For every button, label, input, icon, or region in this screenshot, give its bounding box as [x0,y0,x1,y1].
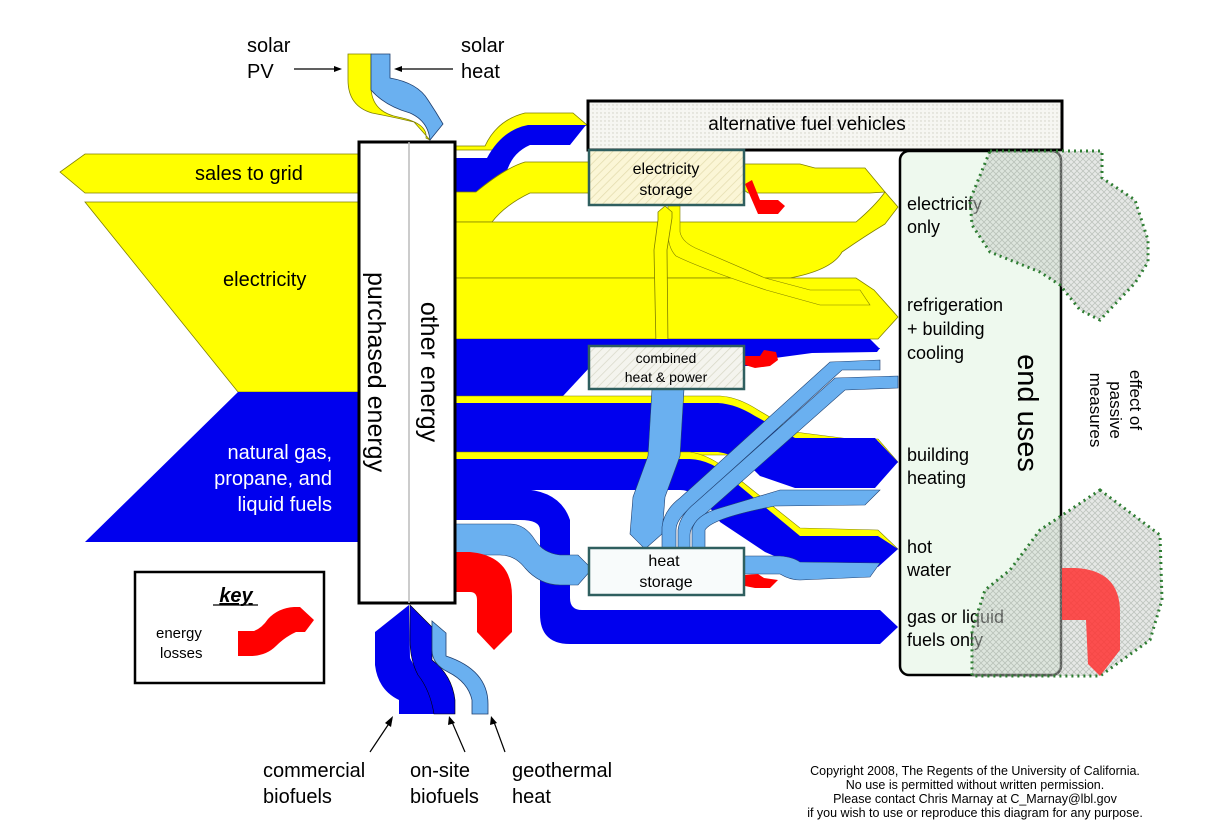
end-use-label: water [906,560,951,580]
purchased-energy-label: purchased energy [362,272,390,473]
solar-heat-line-1: solar [461,35,505,57]
natural-gas-line-3: liquid fuels [237,494,332,516]
loss-chp [745,350,778,368]
key-entry-line-1: energy [156,625,202,642]
energy-losses-swatch-icon [238,607,314,656]
arrow-head-icon [490,716,497,725]
onsite-biofuels-line-1: on-site [410,760,470,782]
electricity-label: electricity [223,269,306,291]
natural-gas-flow [85,392,360,542]
copyright-line-4: if you wish to use or reproduce this dia… [807,806,1143,820]
onsite-biofuels-label: on-site biofuels [410,716,479,808]
passive-measures-region-top [968,149,1150,322]
heat-storage-label-2: storage [639,574,692,591]
end-use-label: electricity [907,194,982,214]
electricity-storage-label-2: storage [639,182,692,199]
end-use-label: fuels only [907,630,983,650]
end-use-label: heating [907,468,966,488]
onsite-biofuels-line-2: biofuels [410,786,479,808]
arrow-head-icon [385,716,393,727]
arrow-head-icon [334,66,342,72]
flow-heat-storage-to-cooling [677,375,899,550]
natural-gas-line-2: propane, and [214,468,332,490]
sales-to-grid-label: sales to grid [195,163,303,185]
flow-elec-to-refrigeration [455,277,899,340]
chp-label-2: heat & power [625,369,708,385]
solar-pv-label: solar PV [247,35,342,83]
end-use-label: building [907,445,969,465]
electricity-storage-label-1: electricity [633,161,700,178]
solar-heat-label: solar heat [394,35,505,83]
heat-storage-box: heat storage [587,546,746,597]
passive-measures-region-bottom [970,488,1164,678]
natural-gas-label: natural gas, propane, and liquid fuels [214,442,332,516]
key-entry-line-2: losses [160,645,203,662]
flow-heat-storage-to-heating [691,489,881,550]
heat-storage-label-1: heat [648,553,680,570]
passive-label-1: effect of [1126,370,1145,430]
copyright-line-3: Please contact Chris Marnay at C_Marnay@… [833,792,1117,806]
commercial-biofuels-label: commercial biofuels [263,716,393,808]
flow-storage-to-chp [653,205,673,347]
combined-heat-power-box: combined heat & power [587,344,746,391]
chp-label-1: combined [636,350,697,366]
copyright-line-2: No use is permitted without written perm… [845,778,1105,792]
flow-gas-to-chp [456,345,590,396]
electricity-flow [84,201,361,393]
arrow-head-icon [448,716,455,725]
end-use-label: refrigeration [907,295,1003,315]
onsite-biofuels-flow [409,604,456,715]
flow-heat-to-heat-storage [455,523,593,586]
solar-pv-flow [347,53,431,141]
natural-gas-line-1: natural gas, [227,442,332,464]
geothermal-heat-flow [431,620,489,715]
end-use-label: hot [907,537,932,557]
end-use-building-heating: building heating [907,445,969,488]
end-use-label: + building [907,319,985,339]
flow-gas-to-hot-water [456,459,898,567]
alternative-fuel-vehicles-box: alternative fuel vehicles [586,99,1064,152]
hub-box: purchased energy other energy [357,140,457,605]
end-use-label: cooling [907,343,964,363]
end-use-hot-water: hot water [906,537,951,580]
end-uses-title: end uses [1011,354,1043,472]
solar-pv-line-2: PV [247,61,274,83]
passive-label-2: passive [1106,381,1125,439]
flow-heat-storage-to-refrigeration [661,359,881,550]
flow-gas-to-vehicles [456,125,586,192]
loss-electricity-storage [745,180,785,214]
flow-gas-to-fuels-only [456,489,898,644]
geothermal-heat-line-2: heat [512,786,551,808]
alternative-fuel-vehicles-label: alternative fuel vehicles [708,114,906,135]
solar-heat-flow [370,53,444,141]
commercial-biofuels-line-1: commercial [263,760,365,782]
other-energy-label: other energy [415,302,443,443]
passive-loss-reduction [1062,568,1120,676]
key-title: key [219,585,253,607]
end-use-refrigeration-cooling: refrigeration + building cooling [907,295,1003,363]
key-legend: key energy losses [133,570,326,685]
flow-chp-to-heat-storage [629,388,685,550]
loss-hub [456,552,512,650]
flow-storage-to-refrigeration [667,205,871,306]
passive-measures-label: effect of passive measures [1086,370,1145,447]
commercial-biofuels-flow [375,605,434,714]
copyright-line-1: Copyright 2008, The Regents of the Unive… [810,764,1140,778]
geothermal-heat-label: geothermal heat [490,716,612,808]
arrow-head-icon [394,66,402,72]
end-use-label: only [907,217,940,237]
loss-heat-storage [745,574,778,588]
commercial-biofuels-line-2: biofuels [263,786,332,808]
copyright-notice: Copyright 2008, The Regents of the Unive… [770,764,1180,820]
flow-heat-storage-to-hot-water [743,555,881,581]
solar-heat-line-2: heat [461,61,500,83]
solar-pv-line-1: solar [247,35,291,57]
geothermal-heat-line-1: geothermal [512,760,612,782]
electricity-storage-box: electricity storage [587,148,746,207]
passive-label-3: measures [1086,373,1105,448]
end-use-electricity-only: electricity only [907,194,982,237]
